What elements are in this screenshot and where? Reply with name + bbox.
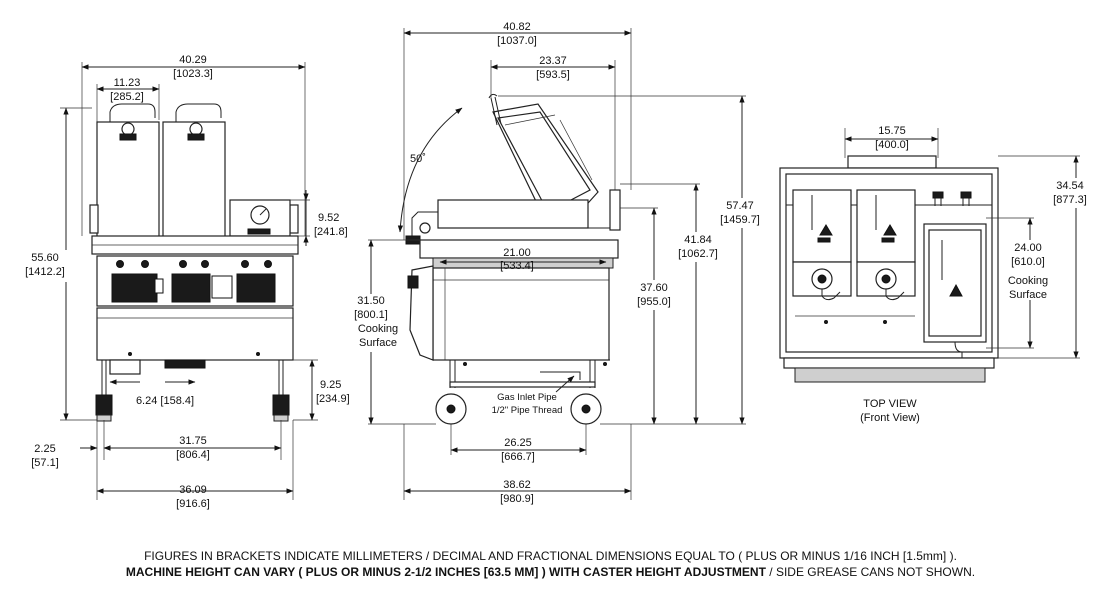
side-base-width-mm-label: [980.9]: [500, 493, 534, 505]
lid-angle-label: 50˚: [410, 153, 426, 165]
top-depth-mm-label: [877.3]: [1053, 194, 1087, 206]
top-width-mm-label: [400.0]: [875, 139, 909, 151]
caster-left: [95, 394, 113, 416]
leg-height-mm-label: [234.9]: [316, 393, 350, 405]
side-cook-height-mm-label: [800.1]: [354, 309, 388, 321]
gas-thread-label: 1/2" Pipe Thread: [492, 405, 563, 416]
front-width-mm-label: [1023.3]: [173, 68, 213, 80]
top-depth-label: 34.54: [1056, 180, 1084, 192]
mid-height-label: 41.84: [684, 234, 712, 246]
mid-height-mm-label: [1062.7]: [678, 248, 718, 260]
can-width-mm-label: [285.2]: [110, 91, 144, 103]
front-width-label: 40.29: [179, 54, 207, 66]
caster-span-mm-label: [806.4]: [176, 449, 210, 461]
side-cook-label-2: Surface: [359, 337, 397, 349]
top-view-subtitle: (Front View): [860, 412, 920, 424]
note-line-2-bold: MACHINE HEIGHT CAN VARY ( PLUS OR MINUS …: [125, 565, 766, 579]
front-height-mm-label: [1412.2]: [25, 266, 65, 278]
side-cook-label-1: Cooking: [358, 323, 398, 335]
leg-height-label: 9.25: [320, 379, 341, 391]
wheel-span-mm-label: [666.7]: [501, 451, 535, 463]
side-top-width-label: 40.82: [503, 21, 531, 33]
side-top-width-mm-label: [1037.0]: [497, 35, 537, 47]
grease-can-right: [162, 121, 226, 238]
gas-inlet-label: Gas Inlet Pipe: [497, 392, 557, 403]
front-view: 40.29 [1023.3] 11.23 [285.2]: [22, 54, 350, 510]
front-base-width-label: 36.09: [179, 484, 207, 496]
caster-offset-label: 2.25: [34, 443, 55, 455]
side-box-height-mm-label: [241.8]: [314, 226, 348, 238]
side-base-width-label: 38.62: [503, 479, 531, 491]
low-height-mm-label: [955.0]: [637, 296, 671, 308]
top-view-title: TOP VIEW: [863, 398, 917, 410]
top-cook-mm-label: [610.0]: [1011, 256, 1045, 268]
side-cook-height-label: 31.50: [357, 295, 385, 307]
control-knobs: [116, 260, 272, 268]
note-line-1: FIGURES IN BRACKETS INDICATE MILLIMETERS…: [144, 549, 957, 563]
open-lid: [488, 93, 599, 221]
front-base-width-mm-label: [916.6]: [176, 498, 210, 510]
caster-right: [272, 394, 290, 416]
top-width-label: 15.75: [878, 125, 906, 137]
side-cook-width-label: 21.00: [503, 247, 531, 259]
side-view: 40.82 [1037.0] 23.37 [593.5] 50˚: [344, 21, 764, 505]
can-width-label: 11.23: [114, 77, 141, 89]
side-cook-width-mm-label: [533.4]: [500, 260, 534, 272]
side-box-height-label: 9.52: [318, 212, 339, 224]
top-cook-label: 24.00: [1014, 242, 1042, 254]
low-height-label: 37.60: [640, 282, 668, 294]
lid-width-mm-label: [593.5]: [536, 69, 570, 81]
wheel-span-label: 26.25: [504, 437, 532, 449]
caster-offset-mm-label: [57.1]: [31, 457, 59, 469]
front-height-label: 55.60: [31, 252, 59, 264]
note-line-2: MACHINE HEIGHT CAN VARY ( PLUS OR MINUS …: [0, 565, 1101, 579]
top-view: 15.75 [400.0]: [779, 125, 1098, 424]
caster-span-label: 31.75: [179, 435, 207, 447]
top-cook-surface-2: Surface: [1009, 289, 1047, 301]
total-height-mm-label: [1459.7]: [720, 214, 760, 226]
top-cook-surface-1: Cooking: [1008, 275, 1048, 287]
total-height-label: 57.47: [726, 200, 754, 212]
offset-label: 6.24 [158.4]: [136, 395, 194, 407]
note-line-2-rest: / SIDE GREASE CANS NOT SHOWN.: [765, 565, 976, 579]
lid-width-label: 23.37: [539, 55, 567, 67]
